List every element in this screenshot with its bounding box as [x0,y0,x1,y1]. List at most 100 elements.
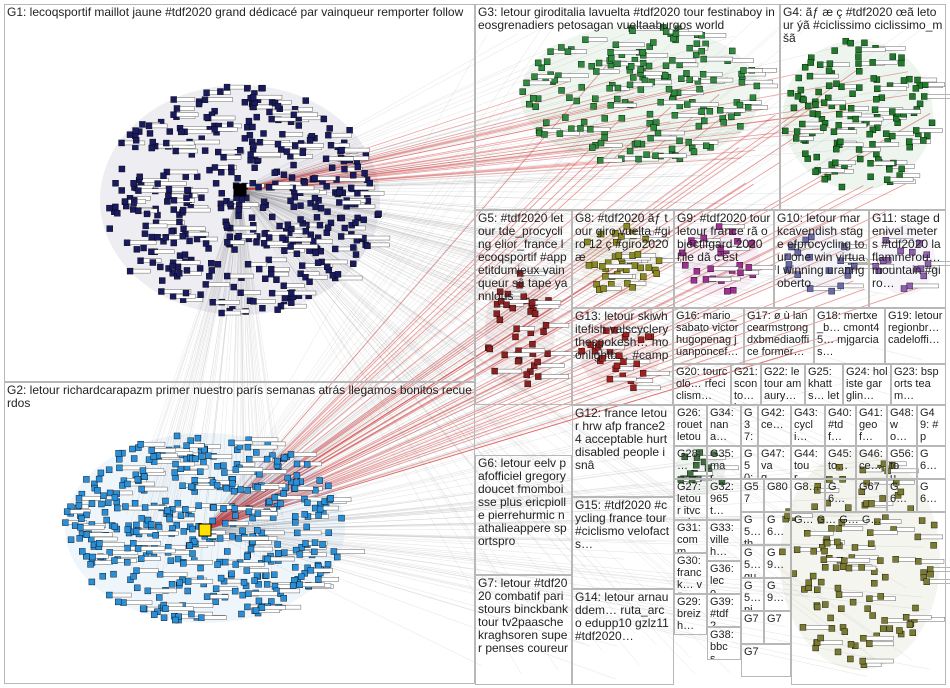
node-label-tag [176,112,199,117]
node-marker [634,251,642,258]
node-marker [375,210,382,217]
node-marker [650,39,657,46]
node-label-tag [699,455,726,460]
node-marker [323,183,330,190]
node-marker [247,157,254,164]
node-marker [825,267,833,274]
group-label-g48: G48: wo… [890,407,917,443]
node-label-tag [228,521,249,526]
node-label-tag [211,115,236,121]
node-label-tag [217,127,238,132]
node-marker [630,74,637,81]
node-label-tag [820,488,840,493]
node-marker [486,345,494,353]
group-box-g6x: G6… [887,479,917,512]
node-marker [334,271,342,278]
node-marker [249,180,256,187]
edge-line [239,79,688,191]
node-marker [693,40,701,47]
group-box-g67: G67 [856,479,887,512]
node-marker [352,219,359,226]
node-label-tag [721,224,745,229]
node-marker [543,58,551,65]
node-label-tag [126,600,153,605]
edge-line [239,189,817,345]
node-marker [849,90,856,97]
node-label-tag [857,545,876,550]
node-marker [558,87,565,94]
edge-line [165,189,241,540]
node-marker [201,147,209,154]
node-marker [779,548,786,556]
node-label-tag [251,591,278,596]
node-marker [89,553,96,561]
node-label-tag [293,452,317,457]
node-marker [100,492,107,499]
node-label-tag [158,220,185,225]
edge-line-highlight [239,80,571,191]
edge-line [204,529,482,666]
cluster-area [785,225,855,295]
node-marker [529,94,537,102]
node-marker [229,480,236,488]
edge-line [204,463,890,531]
node-marker [703,142,710,149]
node-marker [324,224,332,231]
node-marker [320,115,328,123]
node-label-tag [810,531,834,536]
group-label-g37: G37: … [744,407,755,445]
node-marker [67,536,75,543]
node-marker [150,453,157,460]
node-marker [156,594,163,601]
node-label-tag [912,283,939,289]
node-marker [653,270,660,277]
node-marker [134,584,141,592]
node-label-tag [344,147,370,153]
node-marker [724,288,731,295]
node-marker [249,123,256,131]
node-marker [794,93,802,100]
node-label-tag [820,168,845,173]
node-marker [834,584,842,592]
edge-line [204,135,586,531]
node-marker [253,113,260,121]
node-marker [195,100,203,108]
edge-line [239,38,872,191]
node-marker [897,247,904,255]
edge-line [204,529,663,598]
node-label-tag [209,594,229,599]
group-label-g47: G47: vag… [761,448,788,479]
edge-line [239,189,629,257]
node-marker [198,194,205,201]
node-marker [678,249,686,257]
group-label-g66: G6… [828,481,846,505]
node-marker [352,251,360,258]
node-label-tag [185,207,211,213]
node-marker [831,47,838,54]
node-marker [290,203,297,211]
node-label-tag [186,226,206,232]
node-marker [229,533,236,540]
node-label-tag [328,156,354,162]
group-label-g20: G20: tourcolo… rfeciclism… [676,366,728,402]
node-marker [590,103,597,110]
node-label-tag [624,234,641,239]
node-label-tag [799,129,824,134]
node-marker [827,614,834,622]
group-label-g13: G13: letour skiwhitefish valscyclery the… [575,309,672,362]
node-marker [601,115,608,122]
edge-line [239,89,895,191]
node-label-tag [178,148,198,154]
node-marker [248,214,256,221]
group-box-g44: G44: tour… [791,446,825,479]
node-label-tag [188,231,210,237]
node-marker [897,488,905,496]
node-marker [930,521,938,529]
node-marker [912,85,920,92]
node-label-tag [889,177,914,182]
node-label-tag [190,188,209,193]
group-box-g3: G3: letour giroditalia lavuelta #tdf2020… [475,4,780,210]
group-box-g32: G32: 965t… … [707,479,741,520]
edge-line [239,127,520,191]
node-label-tag [256,94,283,100]
